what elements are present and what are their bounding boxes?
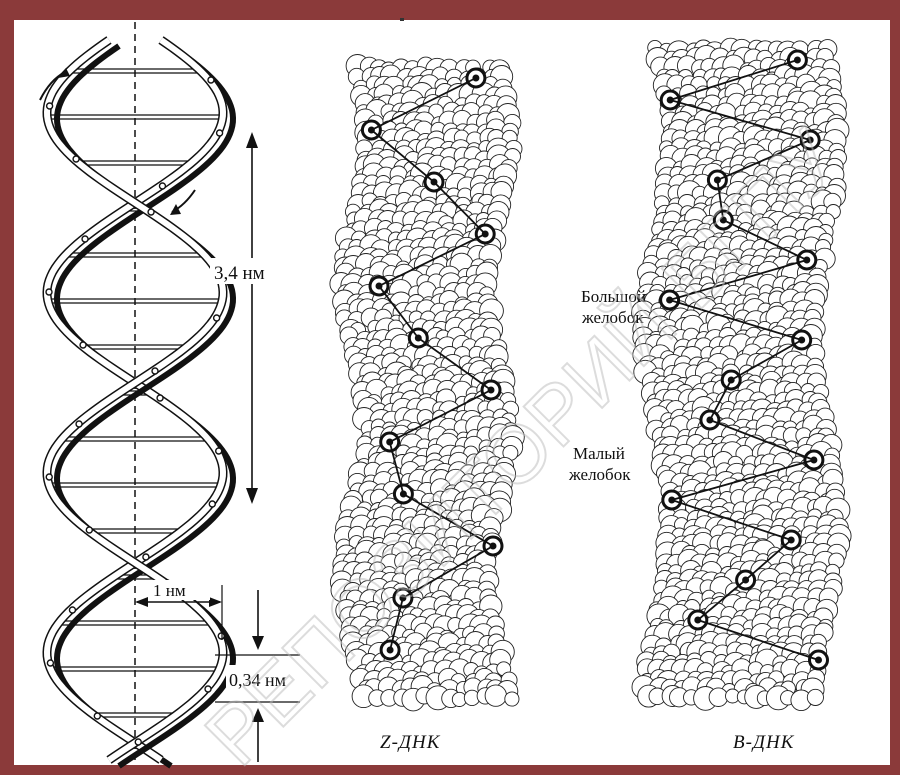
phosphate-dot (214, 315, 220, 321)
atom-sphere (709, 688, 728, 707)
minor-groove-label-line2: желобок (568, 465, 631, 484)
phosphate-dot (217, 130, 223, 136)
arrow-head-icon (135, 597, 148, 607)
phosphate-dot (143, 554, 149, 560)
phosphate-dot (76, 421, 82, 427)
arrow-head-icon (246, 132, 258, 148)
atom-sphere (505, 692, 519, 706)
atom-sphere (485, 685, 506, 706)
phosphate-dot (135, 739, 141, 745)
phosphate-dot (73, 156, 79, 162)
b-dna-caption: B-ДНК (733, 732, 795, 753)
double-helix-schematic (40, 22, 233, 766)
phosphate-dot (80, 342, 86, 348)
phosphate-dot (46, 474, 52, 480)
z-dna-caption: Z-ДНК (380, 732, 441, 753)
diameter-label: 1 нм (153, 581, 186, 600)
phosphate-dot (152, 368, 158, 374)
phosphate-dot (209, 501, 215, 507)
pitch-label: 3,4 нм (214, 263, 265, 284)
phosphate-dot (208, 77, 214, 83)
phosphate-dot (86, 527, 92, 533)
phosphate-dot (82, 236, 88, 242)
arrow-head-icon (209, 597, 222, 607)
phosphate-dot (157, 395, 163, 401)
arrow-head-icon (170, 204, 181, 215)
arrow-head-icon (246, 488, 258, 504)
phosphate-dot (69, 607, 75, 613)
phosphate-dot (94, 713, 100, 719)
phosphate-dot (47, 660, 53, 666)
phosphate-dot (159, 183, 165, 189)
phosphate-dot (46, 289, 52, 295)
phosphate-dot (148, 209, 154, 215)
phosphate-dot (205, 686, 211, 692)
phosphate-dot (216, 448, 222, 454)
phosphate-dot (47, 103, 53, 109)
phosphate-dot (218, 633, 224, 639)
atom-sphere (807, 689, 823, 705)
helix-strands (47, 40, 233, 766)
